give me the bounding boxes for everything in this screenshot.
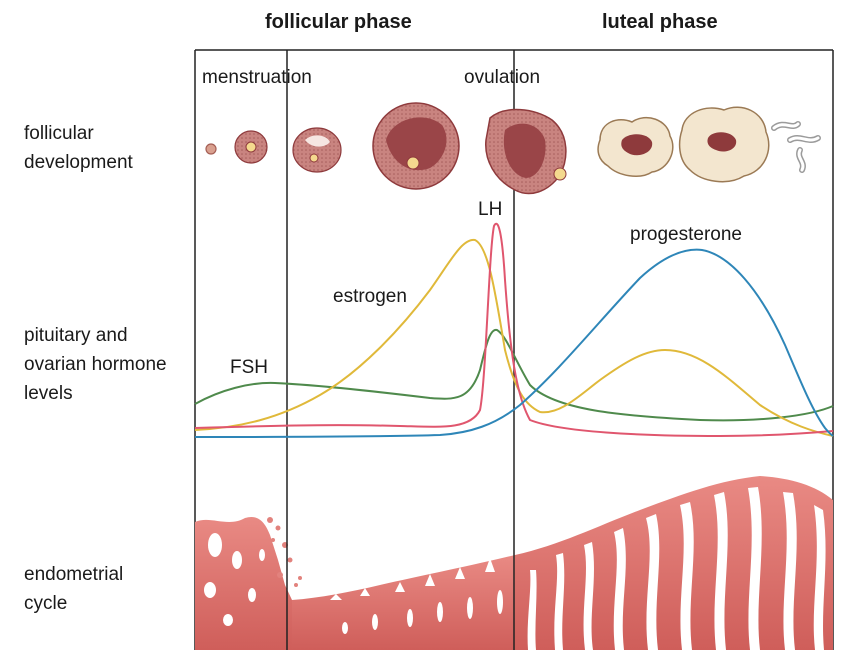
follicular-phase-title: follicular phase	[265, 11, 412, 33]
menstruation-label: menstruation	[202, 67, 312, 88]
row-label-follicular-development: follicular development	[24, 123, 133, 173]
follicle-stage-4	[372, 102, 460, 190]
follicle-stage-1	[205, 143, 217, 155]
endometrium-layer	[195, 476, 833, 650]
estrogen-curve	[194, 238, 834, 437]
luteal-phase-title: luteal phase	[602, 11, 718, 33]
corpus-albicans	[771, 121, 821, 173]
ovulation-label: ovulation	[464, 67, 541, 88]
lh-curve	[194, 222, 834, 438]
corpus-luteum-early	[597, 116, 674, 178]
progesterone-curve	[194, 248, 834, 438]
follicle-stage-2	[234, 130, 268, 164]
progesterone-label: progesterone	[630, 224, 742, 245]
estrogen-label: estrogen	[333, 286, 407, 307]
fsh-curve	[194, 328, 834, 422]
lh-label: LH	[478, 199, 503, 220]
corpus-albicans-inner	[772, 122, 820, 172]
row-label-hormone-levels: pituitary and ovarian hormone levels	[24, 325, 167, 404]
fsh-label: FSH	[230, 357, 268, 378]
row-label-endometrial-cycle: endometrial cycle	[24, 564, 124, 614]
follicle-stage-5-ovulation	[485, 108, 567, 195]
corpus-luteum-mature	[678, 106, 770, 183]
follicle-stage-3	[292, 127, 342, 173]
